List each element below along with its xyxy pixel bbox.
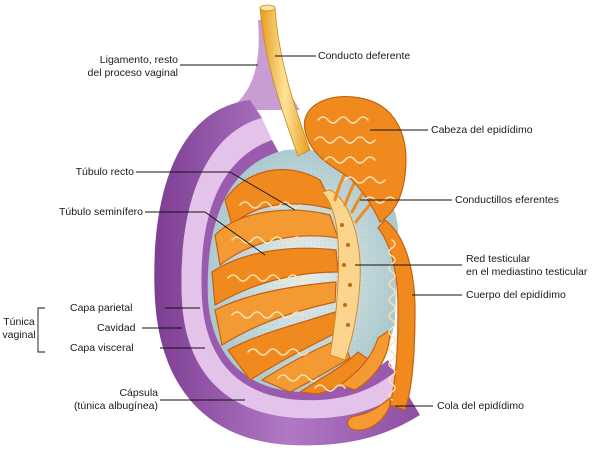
label-ligamento: Ligamento, resto del proceso vaginal [80, 54, 178, 80]
label-ligamento-line1: Ligamento, resto [99, 54, 178, 66]
label-cavidad: Cavidad [97, 322, 136, 334]
tunica-vaginalis-visceral [201, 140, 395, 401]
label-cabeza-epididimo: Cabeza del epidídimo [431, 124, 533, 136]
label-red-testicular: Red testicular en el mediastino testicul… [466, 253, 587, 279]
label-capsula-line1: Cápsula [119, 387, 158, 399]
label-conductillos-eferentes: Conductillos eferentes [455, 194, 559, 206]
label-ligamento-line2: del proceso vaginal [87, 67, 178, 79]
ductus-deferens [259, 7, 311, 157]
leader-lines-left [37, 64, 296, 401]
label-red-testicular-line1: Red testicular [466, 253, 531, 265]
label-capa-parietal: Capa parietal [70, 302, 133, 314]
seminiferous-lobules [211, 169, 391, 395]
label-capsula-line2: (túnica albugínea) [73, 400, 158, 412]
label-capsula: Cápsula (túnica albugínea) [40, 387, 158, 413]
leader-lines-right [275, 55, 462, 407]
tunica-vaginalis-parietal [154, 100, 420, 446]
label-tubulo-recto: Túbulo recto [75, 166, 134, 178]
rete-testis [321, 189, 361, 361]
label-tunica-vaginal-line1: Túnica [3, 316, 35, 328]
label-cola-epididimo: Cola del epidídimo [437, 400, 524, 412]
label-tunica-vaginal: Túnica vaginal [0, 316, 38, 342]
label-tubulo-seminifero: Túbulo seminífero [58, 206, 143, 218]
tubule-coils [227, 201, 346, 392]
epididymis-body [377, 219, 416, 411]
tunica-vaginalis-cavity [181, 118, 405, 419]
label-red-testicular-line2: en el mediastino testicular [466, 266, 588, 278]
epididymis-tail [346, 396, 391, 431]
label-capa-visceral: Capa visceral [70, 342, 134, 354]
rete-channels [340, 223, 352, 327]
label-conducto-deferente: Conducto deferente [318, 50, 411, 62]
label-tunica-vaginal-line2: vaginal [2, 329, 36, 341]
label-cuerpo-epididimo: Cuerpo del epidídimo [466, 289, 566, 301]
